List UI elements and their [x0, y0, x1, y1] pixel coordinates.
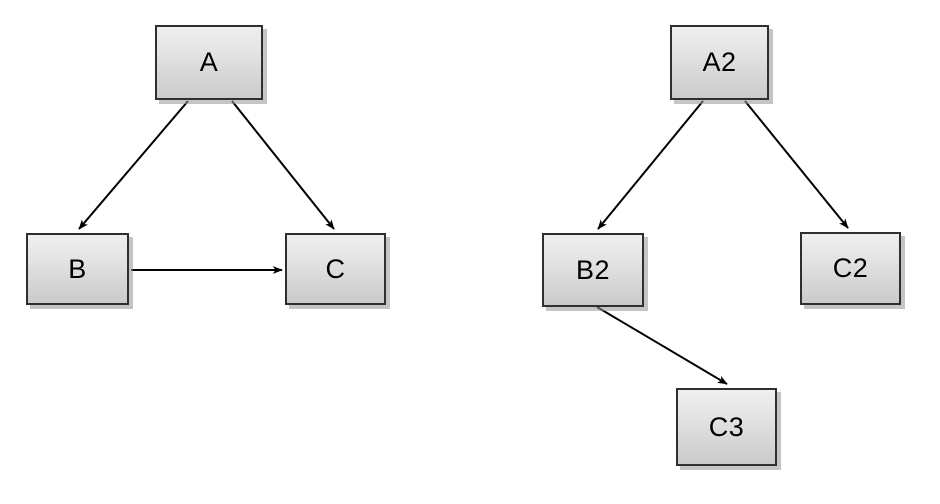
node-label-c2: C2 — [832, 253, 869, 283]
edge-A2-to-C2 — [744, 100, 849, 229]
node-a2[interactable]: A2 — [670, 25, 769, 100]
node-a[interactable]: A — [155, 25, 263, 100]
edge-A2-to-B2 — [597, 100, 704, 230]
node-b2[interactable]: B2 — [542, 233, 644, 307]
node-label-b2: B2 — [575, 254, 611, 285]
edge-A-to-C — [231, 100, 335, 230]
node-label-c: C — [325, 253, 346, 284]
node-c3[interactable]: C3 — [676, 388, 777, 466]
node-b[interactable]: B — [26, 233, 129, 305]
node-c2[interactable]: C2 — [800, 232, 901, 305]
node-label-a2: A2 — [702, 47, 737, 77]
edge-B2-to-C3 — [596, 306, 728, 385]
node-c[interactable]: C — [285, 233, 386, 305]
edge-A-to-B — [78, 100, 189, 230]
node-label-c3: C3 — [708, 411, 745, 442]
node-label-a: A — [199, 47, 219, 77]
node-label-b: B — [68, 253, 87, 284]
